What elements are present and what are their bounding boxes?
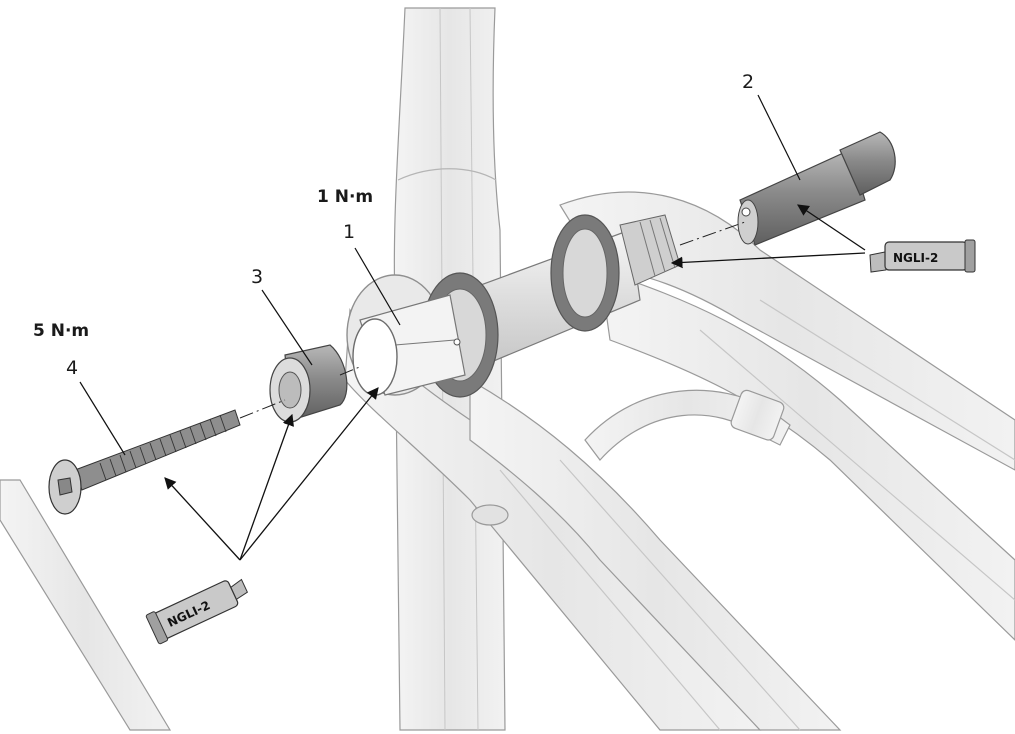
arrow-to-thread	[670, 252, 866, 269]
arrow-to-cap	[239, 413, 294, 561]
arrow-to-sleeve	[239, 387, 379, 561]
fork-blade	[0, 479, 172, 731]
grease-label-right: NGLI-2	[893, 251, 938, 265]
torque-1: 1 N·m	[317, 187, 373, 207]
callout-1: 1	[343, 221, 355, 243]
part-4-bolt	[48, 409, 241, 515]
assembly-axis	[239, 221, 746, 419]
grease-arrows	[164, 204, 866, 561]
leader-4	[79, 381, 126, 456]
callout-3: 3	[251, 266, 263, 288]
callout-4: 4	[66, 357, 78, 379]
leader-3	[261, 289, 313, 366]
leaders	[79, 94, 801, 456]
arrow-to-pin	[797, 204, 866, 251]
grease-tube-right: NGLI-2	[869, 239, 976, 273]
leader-2	[757, 94, 801, 181]
bridge-clip	[730, 389, 785, 441]
part-2-pin	[737, 131, 896, 246]
torque-4: 5 N·m	[33, 321, 89, 341]
callout-2: 2	[742, 71, 754, 93]
right-stay-lower	[599, 269, 1015, 641]
grease-tube-left: NGLI-2	[145, 578, 249, 645]
left-seatstay	[469, 378, 842, 731]
leader-1	[354, 247, 401, 326]
arrow-to-bolt	[164, 477, 241, 561]
part-3-cap	[269, 344, 348, 423]
pivot-axle	[346, 214, 681, 398]
